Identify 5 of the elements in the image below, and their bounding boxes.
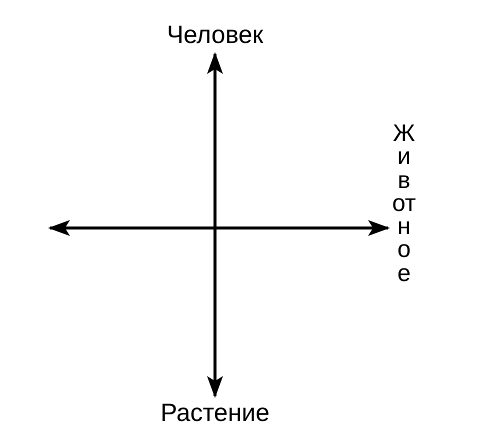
arrow bbox=[48, 220, 390, 236]
axis-label: Человек bbox=[150, 22, 280, 50]
axis-label: Растение bbox=[145, 400, 285, 428]
arrow bbox=[207, 52, 223, 398]
axis-label: Животное bbox=[392, 122, 416, 285]
